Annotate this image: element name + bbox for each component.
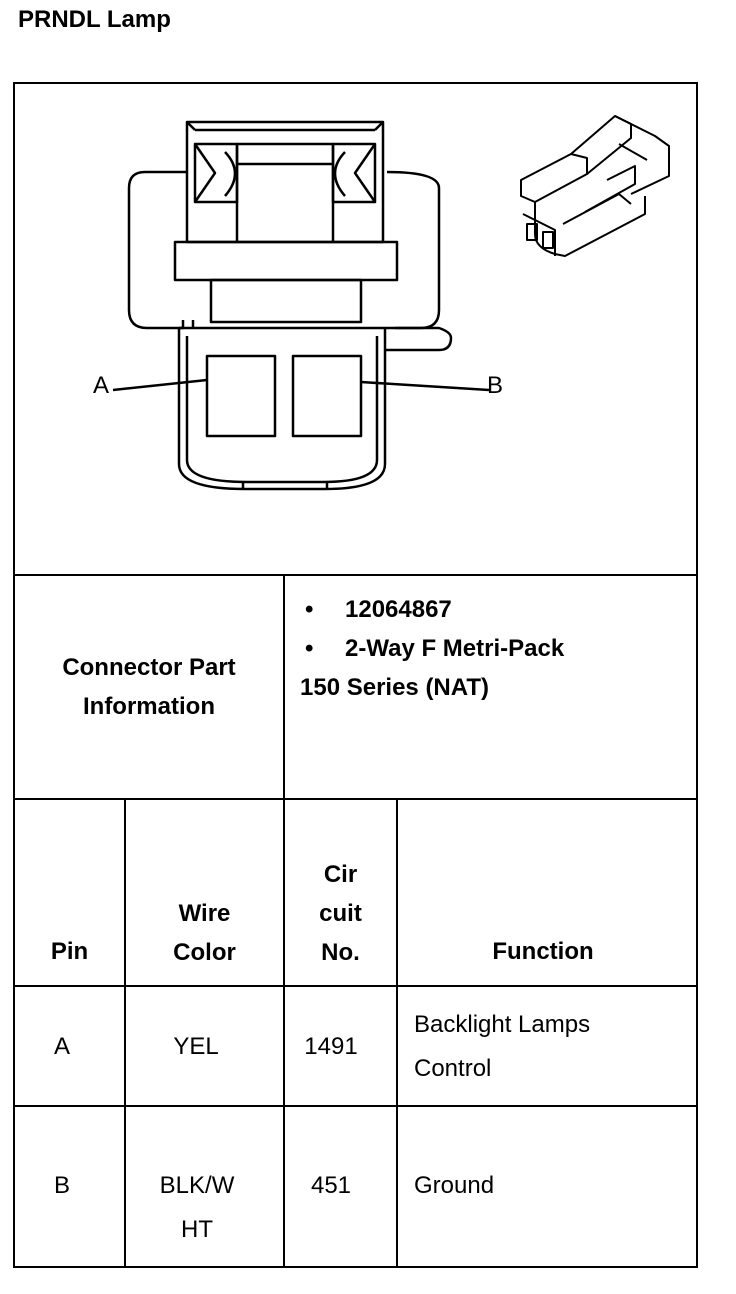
divider — [283, 574, 285, 1268]
pin-a-callout: A — [93, 372, 110, 399]
table-row-b-wire-color: BLK/W HT — [126, 1164, 268, 1252]
table-row-b-pin: B — [53, 1172, 70, 1199]
page-title: PRNDL Lamp — [18, 6, 171, 33]
divider — [13, 1105, 698, 1107]
divider — [13, 574, 698, 576]
header-function-text: Function — [492, 938, 594, 965]
table-row-a-circuit: 1491 — [304, 1033, 358, 1060]
connector-figure: A B — [15, 84, 696, 574]
table-row-b-function: Ground — [414, 1172, 495, 1199]
divider — [124, 798, 126, 1268]
list-item: • 12064867 — [300, 590, 564, 629]
connector-table-frame — [13, 82, 698, 1268]
part-number: 12064867 — [345, 596, 452, 623]
header-pin: Pin — [15, 932, 124, 971]
header-circuit-line3: No. — [321, 939, 360, 966]
connector-type: 2-Way F Metri-Pack — [345, 635, 565, 662]
table-row-a-function-line2: Control — [414, 1055, 492, 1082]
header-circuit-line2: cuit — [319, 900, 362, 927]
table-row-b-wire-line1: BLK/W — [159, 1172, 235, 1199]
bullet-icon: • — [305, 596, 314, 623]
header-wire-color-line2: Color — [173, 939, 236, 966]
table-row-a-wire-color: YEL — [173, 1033, 219, 1060]
table-row-b-wire-line2: HT — [181, 1216, 213, 1243]
table-row-a-function: Backlight Lamps Control — [414, 1003, 590, 1091]
connector-2-way-icon — [112, 115, 670, 491]
divider — [13, 985, 698, 987]
header-wire-color: Wire Color — [126, 894, 283, 972]
list-item: • 2-Way F Metri-Pack — [300, 629, 564, 668]
divider — [13, 798, 698, 800]
connector-part-info-list: • 12064867 • 2-Way F Metri-Pack 150 Seri… — [300, 590, 564, 707]
connector-part-info-label-line2: Information — [82, 693, 215, 720]
pin-b-callout: B — [487, 372, 504, 399]
connector-series: 150 Series (NAT) — [300, 674, 489, 701]
header-circuit-no: Cir cuit No. — [285, 855, 396, 972]
header-wire-color-line1: Wire — [178, 900, 231, 927]
table-row-b-circuit: 451 — [310, 1172, 352, 1199]
header-circuit-line1: Cir — [323, 861, 358, 888]
divider — [396, 798, 398, 1268]
table-row-a-pin: A — [53, 1033, 70, 1060]
header-function: Function — [398, 932, 688, 971]
table-row-a-function-line1: Backlight Lamps — [414, 1011, 591, 1038]
header-pin-text: Pin — [50, 938, 89, 965]
connector-part-info-label-line1: Connector Part — [62, 654, 236, 681]
bullet-icon: • — [305, 635, 314, 662]
connector-part-info-label: Connector Part Information — [15, 576, 283, 798]
